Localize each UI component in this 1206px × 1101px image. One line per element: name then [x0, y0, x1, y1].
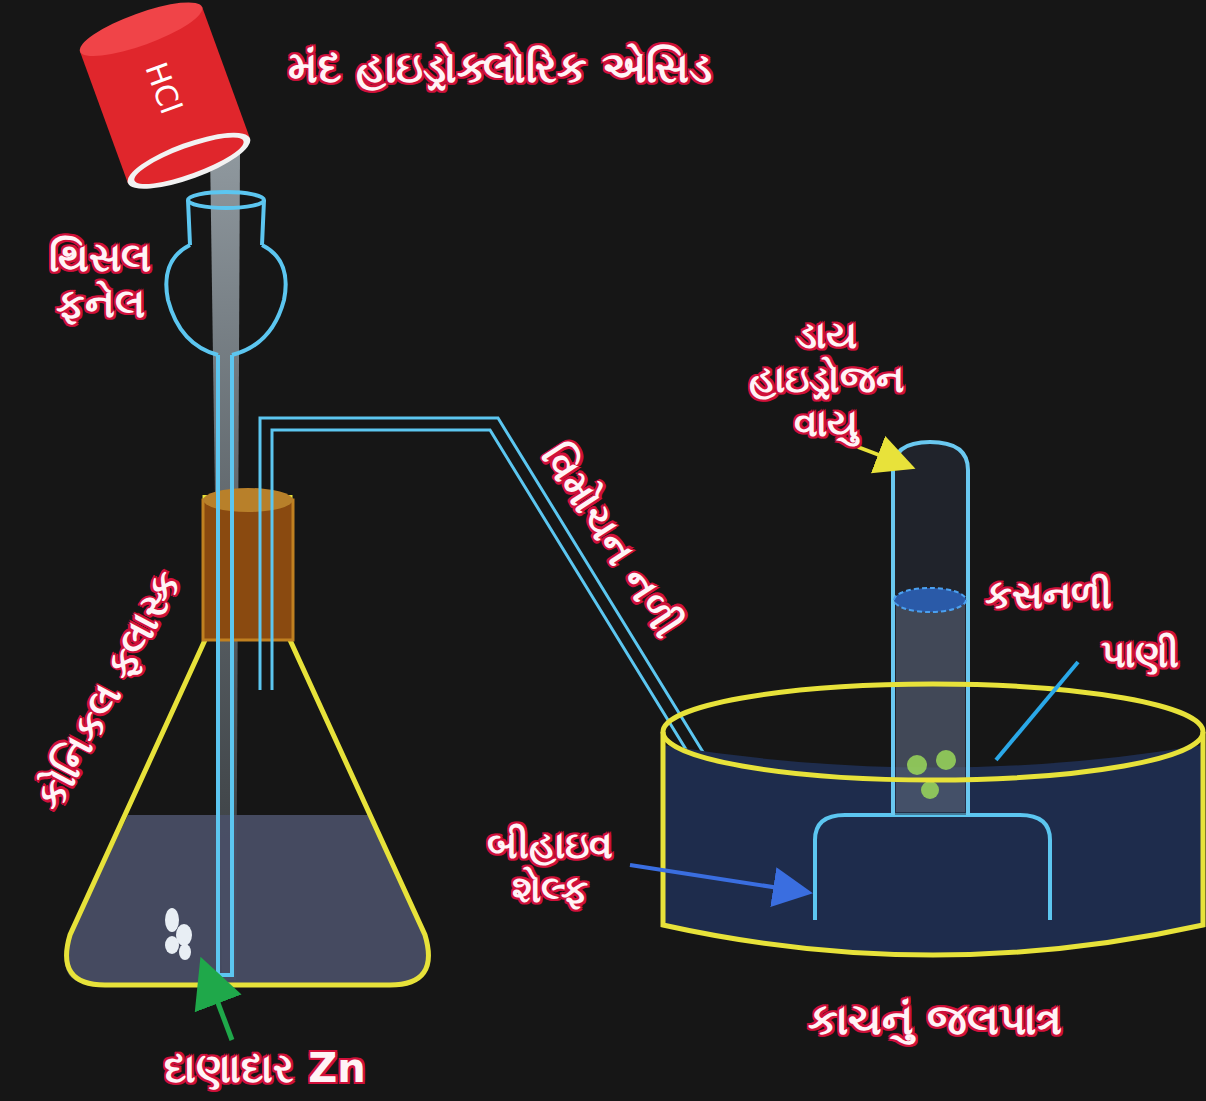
part-label: મંદ હાઇડ્રોક્લોરિક એસિડ — [288, 44, 711, 92]
part-label: કાચનું જલપાત્ર — [808, 996, 1063, 1044]
leader-arrow — [630, 865, 805, 892]
part-label: પાણી — [1101, 633, 1179, 677]
acid-bottle — [75, 0, 257, 200]
beehive-shelf — [815, 815, 1050, 920]
leader-line — [996, 662, 1078, 760]
part-label: થિસલ ફનેલ — [25, 234, 175, 326]
part-label: દાણાદાર Zn — [164, 1045, 365, 1091]
acid-liquid — [65, 815, 429, 985]
zinc-granules — [165, 908, 192, 960]
part-label: ડાય હાઇડ્રોજન વાયુ — [721, 314, 931, 445]
leader-arrow — [204, 966, 232, 1040]
part-label: બીહાઇવ શેલ્ફ — [465, 824, 635, 911]
leader-arrow — [858, 447, 908, 466]
part-label: કસનળી — [985, 574, 1112, 618]
gas-bubbles — [907, 750, 956, 799]
conical-flask — [67, 495, 429, 985]
glass-trough — [663, 684, 1203, 955]
part-label: કોનિકલ ફ્લાસ્ક — [26, 563, 191, 818]
water-level — [894, 588, 966, 612]
test-tube — [893, 442, 968, 815]
